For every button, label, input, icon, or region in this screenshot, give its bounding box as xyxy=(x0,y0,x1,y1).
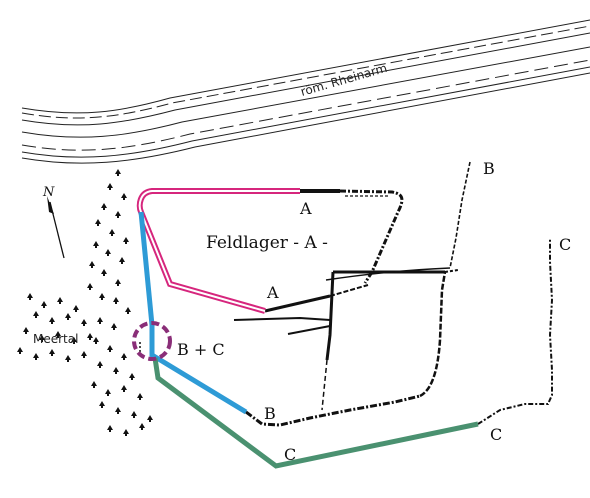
tree-symbol xyxy=(139,423,145,430)
tree-symbol xyxy=(93,337,99,344)
tree-symbol xyxy=(81,319,87,326)
excavated-structures xyxy=(139,161,554,427)
tree-symbol xyxy=(111,323,117,330)
tree-symbol xyxy=(119,257,125,264)
label-c-low: C xyxy=(284,445,296,464)
river-band xyxy=(21,19,590,164)
tree-symbol xyxy=(39,335,45,342)
tree-symbol xyxy=(97,361,103,368)
tree-symbol xyxy=(95,219,101,226)
river-label: röm. Rheinarm xyxy=(299,61,389,99)
tree-symbol xyxy=(23,327,29,334)
tree-symbol xyxy=(99,401,105,408)
tree-symbol xyxy=(73,305,79,312)
tree-symbol xyxy=(147,415,153,422)
tree-symbol xyxy=(55,331,61,338)
tree-symbol xyxy=(107,345,113,352)
tree-symbol xyxy=(123,237,129,244)
tree-symbol xyxy=(105,389,111,396)
tree-symbol xyxy=(87,283,93,290)
tree-symbol xyxy=(91,381,97,388)
tree-symbol xyxy=(71,337,77,344)
tree-symbol xyxy=(115,407,121,414)
tree-symbol xyxy=(115,279,121,286)
tree-symbol xyxy=(27,293,33,300)
label-c-mid: C xyxy=(490,425,502,444)
north-label: N xyxy=(42,185,55,200)
line-c xyxy=(152,357,479,469)
tree-symbol xyxy=(129,373,135,380)
camp-label: Feldlager - A - xyxy=(206,233,328,253)
label-b-plus-c: B + C xyxy=(177,340,225,359)
tree-symbol xyxy=(93,241,99,248)
tree-symbol xyxy=(49,349,55,356)
tree-symbol xyxy=(97,317,103,324)
tree-symbol xyxy=(115,169,121,176)
tree-symbol xyxy=(81,351,87,358)
tree-symbol xyxy=(33,311,39,318)
tree-symbol xyxy=(113,297,119,304)
north-arrow xyxy=(47,196,65,259)
tree-symbol xyxy=(65,313,71,320)
tree-symbol xyxy=(115,211,121,218)
label-a-top: A xyxy=(299,199,312,218)
label-a-mid: A xyxy=(266,283,279,302)
tree-symbol xyxy=(113,367,119,374)
tree-symbol xyxy=(109,229,115,236)
tree-symbol xyxy=(121,193,127,200)
tree-symbol xyxy=(17,347,23,354)
line-b xyxy=(138,211,248,415)
tree-symbol xyxy=(107,425,113,432)
tree-symbol xyxy=(87,333,93,340)
tree-symbol xyxy=(33,353,39,360)
tree-symbol xyxy=(125,307,131,314)
b-c-junction-circle xyxy=(132,321,172,361)
tree-symbol xyxy=(49,317,55,324)
tree-symbol xyxy=(137,393,143,400)
tree-symbol xyxy=(99,293,105,300)
tree-symbol xyxy=(57,297,63,304)
tree-symbol xyxy=(105,249,111,256)
label-b-top: B xyxy=(483,159,495,178)
label-c-right: C xyxy=(559,235,571,254)
tree-symbol xyxy=(121,385,127,392)
label-b-low: B xyxy=(264,404,276,423)
tree-symbol xyxy=(89,261,95,268)
tree-symbol xyxy=(101,269,107,276)
meertal-trees xyxy=(17,169,153,436)
tree-symbol xyxy=(121,353,127,360)
tree-symbol xyxy=(101,203,107,210)
valley-label: Meertal xyxy=(33,332,78,346)
tree-symbol xyxy=(41,301,47,308)
tree-symbol xyxy=(123,429,129,436)
tree-symbol xyxy=(65,355,71,362)
line-a xyxy=(136,188,300,314)
tree-symbol xyxy=(131,411,137,418)
tree-symbol xyxy=(107,183,113,190)
